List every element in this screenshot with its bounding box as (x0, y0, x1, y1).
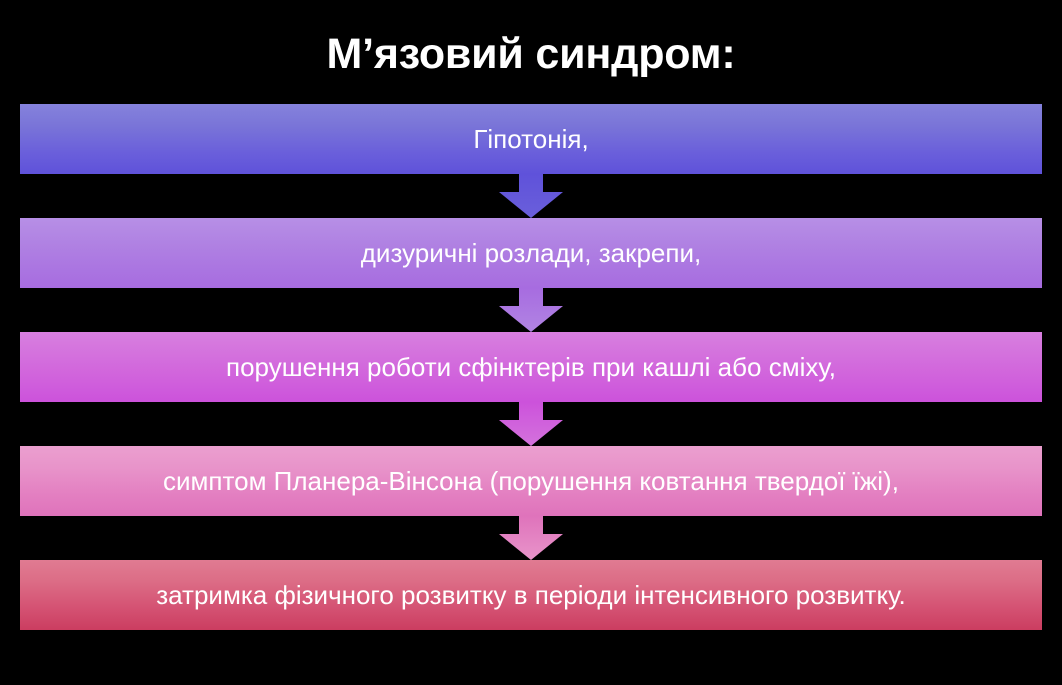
flow-band-3[interactable]: порушення роботи сфінктерів при кашлі аб… (20, 332, 1042, 402)
down-arrow-icon-4 (499, 516, 563, 560)
flow-step-3: порушення роботи сфінктерів при кашлі аб… (20, 332, 1042, 446)
page-title: М’язовий синдром: (326, 30, 736, 78)
flow-band-label-1: Гіпотонія, (473, 124, 589, 154)
flow-band-5[interactable]: затримка фізичного розвитку в періоди ін… (20, 560, 1042, 630)
process-flow-diagram: Гіпотонія, дизуричні розлади, закрепи, (20, 104, 1042, 630)
down-arrow-icon-2 (499, 288, 563, 332)
flow-band-label-2: дизуричні розлади, закрепи, (360, 238, 702, 268)
flow-band-label-5: затримка фізичного розвитку в періоди ін… (156, 580, 906, 610)
flow-step-4: симптом Планера-Вінсона (порушення ковта… (20, 446, 1042, 560)
down-arrow-icon-3 (499, 402, 563, 446)
flow-step-1: Гіпотонія, (20, 104, 1042, 218)
flow-step-5: затримка фізичного розвитку в періоди ін… (20, 560, 1042, 630)
flow-band-2[interactable]: дизуричні розлади, закрепи, (20, 218, 1042, 288)
flow-band-4[interactable]: симптом Планера-Вінсона (порушення ковта… (20, 446, 1042, 516)
down-arrow-icon-1 (499, 174, 563, 218)
flow-step-2: дизуричні розлади, закрепи, (20, 218, 1042, 332)
flow-band-1[interactable]: Гіпотонія, (20, 104, 1042, 174)
flow-band-label-4: симптом Планера-Вінсона (порушення ковта… (163, 466, 899, 496)
flow-band-label-3: порушення роботи сфінктерів при кашлі аб… (226, 352, 836, 382)
